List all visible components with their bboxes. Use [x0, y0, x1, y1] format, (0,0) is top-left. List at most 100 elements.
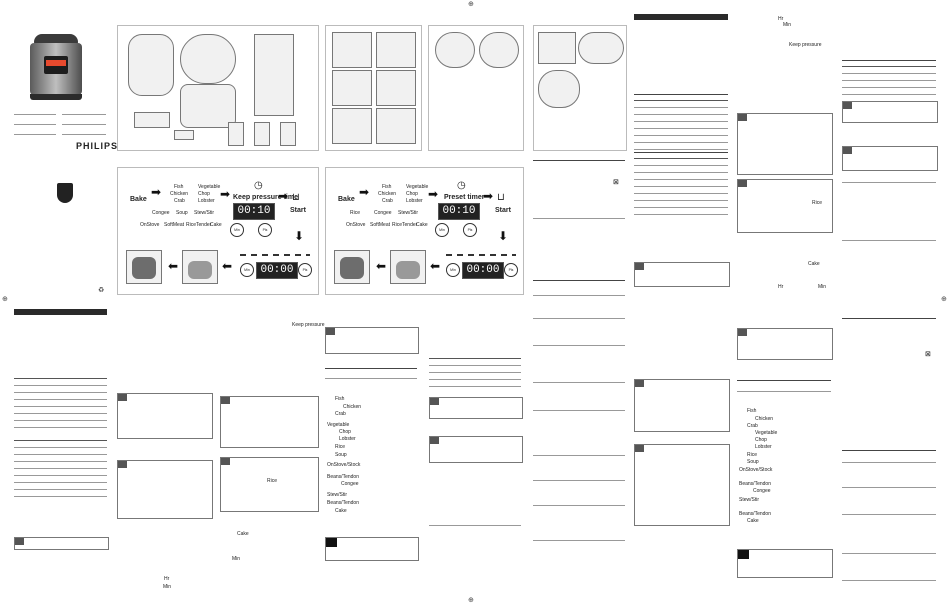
note-box [634, 444, 730, 526]
rice-text: Rice [267, 478, 278, 484]
weee-bin-icon: ⊠ [613, 179, 619, 186]
parts-table [634, 158, 728, 215]
arrow-right-icon: ➡ [220, 187, 231, 201]
parts-table [634, 100, 728, 150]
section-header [14, 309, 107, 315]
cake-text: Cake [237, 531, 249, 537]
note-box [429, 397, 523, 419]
keep-pressure-text: Keep pressure [789, 42, 822, 48]
clock-icon: ◷ [254, 180, 263, 191]
keep-pressure-text: Keep pressure [292, 322, 325, 328]
arrow-left-icon: ⬅ [168, 259, 179, 273]
hr-text: Hr [164, 576, 170, 582]
note-box [737, 328, 833, 360]
crop-mark: ⊕ [468, 597, 474, 604]
note-box [842, 101, 938, 123]
parts-table [14, 378, 107, 428]
note-box [634, 262, 730, 287]
preset-timer-diagram: Bake ➡ Fish Vegetable Chicken Chop Crab … [325, 167, 524, 295]
arrow-right-icon: ➡ [359, 185, 370, 199]
note-box [737, 113, 833, 175]
bake-label: Bake [338, 196, 355, 203]
min-text: Min [783, 22, 792, 28]
arrow-right-icon: ➡ [428, 187, 439, 201]
indicator-panel: Min 00:00 Pls [446, 254, 518, 280]
lid-top-illustration [180, 34, 236, 84]
crop-mark: ⊕ [468, 1, 474, 8]
body-illustration [180, 84, 236, 128]
min-text: Min [163, 584, 172, 590]
product-image [28, 34, 84, 100]
clock-icon: ◷ [457, 180, 466, 191]
time-display: 00:00 [256, 262, 298, 279]
recycle-icon: ♻ [98, 287, 105, 294]
plus-button: Pls [258, 223, 272, 237]
note-box [634, 379, 730, 432]
arrow-right-icon: ➡ [278, 189, 289, 203]
arrow-right-icon: ➡ [151, 185, 162, 199]
manual-illustration [228, 122, 244, 146]
cord-illustration [134, 112, 170, 128]
manual-illustration [280, 122, 296, 146]
specs-table [842, 66, 936, 95]
specs-table [429, 358, 521, 387]
arrow-down-icon: ⬇ [294, 229, 305, 243]
start-label: Start [290, 207, 306, 214]
warning-box [325, 537, 419, 561]
minus-button: Min [230, 223, 244, 237]
plus-button: Pls [463, 223, 477, 237]
section-header [634, 14, 728, 20]
arrow-left-icon: ⬅ [376, 259, 387, 273]
crop-mark: ⊕ [2, 296, 8, 303]
bake-label: Bake [130, 196, 147, 203]
preset-timer-title: Preset timer [444, 194, 485, 201]
min-text: Min [818, 284, 827, 290]
manual-illustration [254, 122, 270, 146]
time-display: 00:10 [438, 203, 480, 220]
note-box [117, 460, 213, 519]
indicator-panel: Min 00:00 Pls [240, 254, 312, 280]
keep-pressure-diagram: Bake ➡ Fish Vegetable Chicken Chop Crab … [117, 167, 319, 295]
steam-illustration [390, 250, 426, 284]
cleaning-steps-panel [428, 25, 524, 151]
pot-illustration [126, 250, 162, 284]
hr-text: Hr [778, 284, 784, 290]
time-display: 00:00 [462, 262, 504, 279]
note-box [220, 457, 319, 512]
weee-bin-icon: ⊠ [925, 351, 931, 358]
note-box [737, 179, 833, 233]
pot-icon: ⊔ [497, 192, 505, 203]
steam-illustration [182, 250, 218, 284]
arrow-down-icon: ⬇ [498, 229, 509, 243]
keep-pressure-title: Keep pressure time [233, 194, 298, 201]
arrow-left-icon: ⬅ [430, 259, 441, 273]
rice-text: Rice [812, 200, 823, 206]
time-display: 00:10 [233, 203, 275, 220]
parts-overview-panel [117, 25, 319, 151]
hr-text: Hr [778, 16, 784, 22]
note-box [842, 146, 938, 171]
arrow-left-icon: ⬅ [222, 259, 233, 273]
pot-illustration [334, 250, 370, 284]
note-box [325, 327, 419, 354]
lid-illustration [128, 34, 174, 96]
control-panel-illustration [254, 34, 294, 116]
start-label: Start [495, 207, 511, 214]
crop-mark: ⊕ [941, 296, 947, 303]
minus-button: Min [435, 223, 449, 237]
brand-logo: PHILIPS [76, 141, 119, 151]
parts-table [14, 440, 107, 497]
min-text: Min [232, 556, 241, 562]
cake-text: Cake [808, 261, 820, 267]
assembly-steps-panel [325, 25, 422, 151]
arrow-right-icon: ➡ [483, 189, 494, 203]
note-box [117, 393, 213, 439]
philips-shield-icon [57, 183, 73, 203]
note-box [220, 396, 319, 448]
note-box [429, 436, 523, 463]
pot-icon: ⊔ [292, 192, 300, 203]
valve-steps-panel [533, 25, 627, 151]
note-box [14, 537, 109, 550]
spoon-illustration [174, 130, 194, 140]
warning-box [737, 549, 833, 578]
